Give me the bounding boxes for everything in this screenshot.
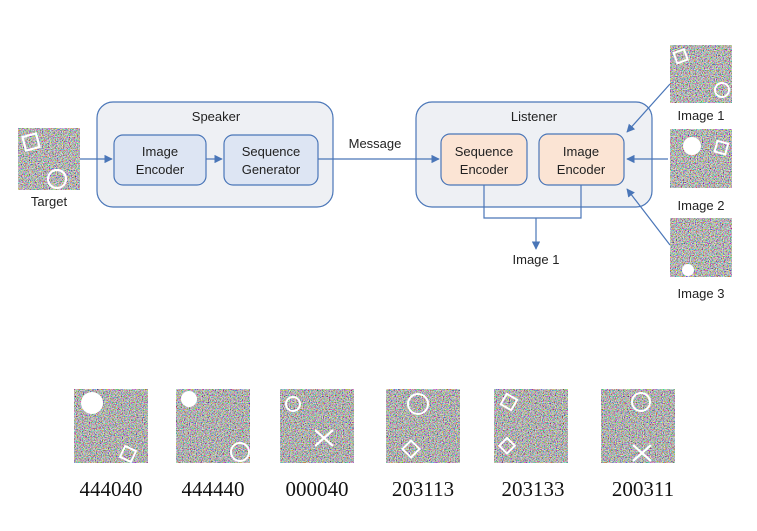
speaker-image-encoder-line2: Encoder [136, 162, 185, 177]
listener-image-encoder-line1: Image [563, 144, 599, 159]
sequence-encoder-line2: Encoder [460, 162, 509, 177]
sequence-generator-box: Sequence Generator [223, 134, 319, 186]
listener-group: Listener Sequence Encoder Image Encoder [415, 101, 653, 208]
candidate-image-3 [670, 218, 732, 277]
speaker-group: Speaker Image Encoder Sequence Generator [96, 101, 334, 208]
listener-image-encoder-box: Image Encoder [538, 133, 625, 186]
message-label: Message [349, 136, 402, 151]
target-label: Target [31, 194, 68, 209]
example-image-1 [74, 389, 148, 464]
output-merge-bracket [483, 185, 582, 219]
output-label: Image 1 [513, 252, 560, 267]
target-image [18, 128, 80, 190]
speaker-image-encoder-line1: Image [142, 144, 178, 159]
example-image-6 [601, 389, 675, 463]
example-code-1: 444040 [80, 477, 143, 501]
candidate-label-1: Image 1 [678, 108, 725, 123]
listener-title: Listener [511, 109, 558, 124]
example-image-2 [176, 389, 250, 463]
candidate-label-2: Image 2 [678, 198, 725, 213]
example-code-6: 200311 [612, 477, 674, 501]
example-image-4 [386, 389, 460, 463]
example-code-2: 444440 [182, 477, 245, 501]
sequence-encoder-box: Sequence Encoder [440, 133, 528, 186]
example-code-5: 203133 [502, 477, 565, 501]
candidate-3-arrow [626, 188, 671, 246]
sequence-generator-line1: Sequence [242, 144, 301, 159]
candidate-image-2 [670, 129, 732, 188]
speaker-image-encoder-box: Image Encoder [113, 134, 207, 186]
candidate-image-1 [670, 45, 732, 103]
listener-image-encoder-line2: Encoder [557, 162, 606, 177]
sequence-encoder-line1: Sequence [455, 144, 514, 159]
example-code-3: 000040 [286, 477, 349, 501]
sequence-generator-line2: Generator [242, 162, 301, 177]
example-code-4: 203113 [392, 477, 454, 501]
candidate-1-arrow [626, 83, 671, 133]
speaker-title: Speaker [192, 109, 241, 124]
example-image-3 [280, 389, 354, 463]
candidate-label-3: Image 3 [678, 286, 725, 301]
example-image-5 [494, 389, 568, 463]
